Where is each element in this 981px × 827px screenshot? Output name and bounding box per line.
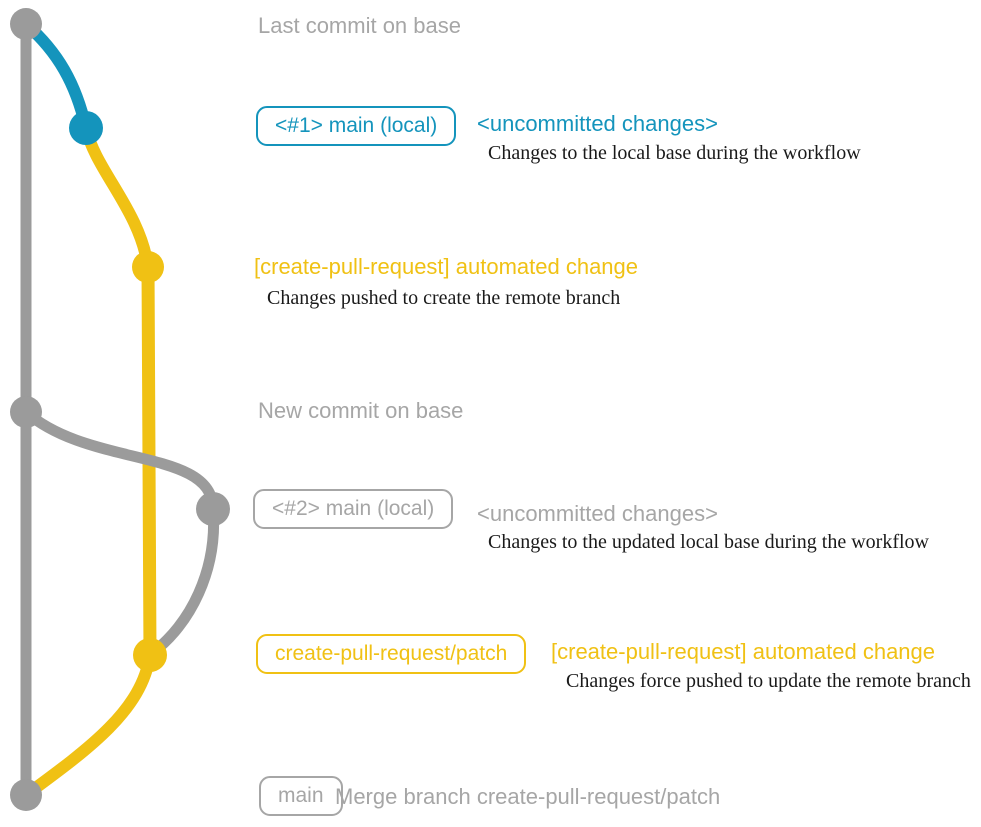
commit-dot-main-local-1 (69, 111, 103, 145)
caption-last-commit-on-base: Last commit on base (258, 13, 461, 38)
badge-main-local-1: <#1> main (local) (256, 106, 457, 146)
commit-dot-main-local-2 (196, 492, 230, 526)
badge-main-local-1-label: <#1> main (local) (256, 106, 457, 146)
badge-main-local-2-label: <#2> main (local) (253, 489, 454, 529)
main-local-blue-segment (20, 18, 92, 134)
commit-dot-last-base (10, 8, 42, 40)
description-force-push-update-remote-branch: Changes force pushed to update the remot… (566, 670, 971, 692)
commit-dot-merge (10, 779, 42, 811)
main2-to-patch-curve (146, 503, 220, 659)
commit-dot-new-base (10, 396, 42, 428)
base-to-main2-curve (20, 406, 219, 515)
merge-commit-message: Merge branch create-pull-request/patch (335, 784, 721, 809)
heading-automated-change-2: [create-pull-request] automated change (551, 639, 936, 664)
badge-main-label: main (259, 776, 343, 816)
description-local-base-changes: Changes to the local base during the wor… (488, 142, 861, 164)
caption-new-commit-on-base: New commit on base (258, 398, 464, 423)
git-graph (10, 8, 230, 811)
commit-dot-patch-create (132, 251, 164, 283)
heading-uncommitted-changes-2: <uncommitted changes> (477, 501, 718, 526)
description-push-create-remote-branch: Changes pushed to create the remote bran… (267, 287, 621, 309)
patch-branch-create-curve (80, 122, 154, 273)
patch-merge-curve (20, 649, 156, 801)
commit-dot-patch-update (133, 638, 167, 672)
badge-patch-branch-label: create-pull-request/patch (256, 634, 527, 674)
heading-uncommitted-changes-1: <uncommitted changes> (477, 111, 718, 136)
heading-automated-change-1: [create-pull-request] automated change (254, 254, 639, 279)
badge-patch-branch: create-pull-request/patch (256, 634, 527, 674)
description-updated-local-base-changes: Changes to the updated local base during… (488, 531, 929, 553)
badge-main-local-2: <#2> main (local) (253, 489, 454, 529)
badge-main: main (259, 776, 343, 816)
